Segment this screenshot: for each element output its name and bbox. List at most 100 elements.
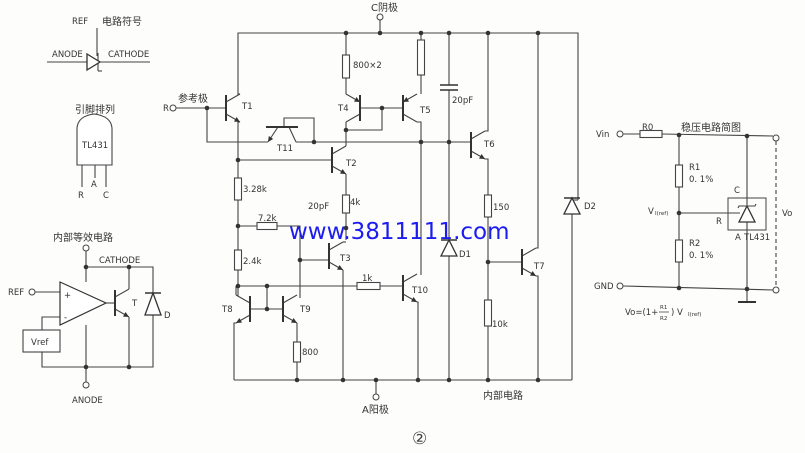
resistor xyxy=(356,281,381,291)
junction-dot xyxy=(340,377,346,383)
equivalent-cathode-label: CATHODE xyxy=(99,256,140,266)
vo-label: Vo xyxy=(782,209,792,219)
t3-label: T3 xyxy=(339,254,351,264)
junction-dot xyxy=(83,364,89,370)
terminal-circle xyxy=(376,13,384,21)
junction-dot xyxy=(418,30,424,36)
wire xyxy=(237,121,240,178)
junction-dot xyxy=(446,30,452,36)
wire xyxy=(536,33,539,249)
tl431-symbol-icon xyxy=(86,52,102,72)
junction-dot xyxy=(377,30,383,36)
junction-dot xyxy=(535,377,541,383)
wire xyxy=(485,33,489,132)
t2-collector xyxy=(331,145,347,155)
junction-dot xyxy=(744,133,750,139)
vi-ref-subscript: I(ref) xyxy=(655,211,668,217)
junction-dot xyxy=(485,377,491,383)
resistor xyxy=(639,129,663,139)
t10-collector xyxy=(402,273,418,283)
emitter-arrow-icon xyxy=(411,297,417,302)
symbol-title: 电路符号 xyxy=(102,15,142,28)
t8-collector xyxy=(235,294,251,304)
wire xyxy=(622,285,774,291)
terminal-circle xyxy=(616,130,624,138)
tl431-regulator-icon xyxy=(737,204,757,223)
terminal-circle xyxy=(772,286,780,294)
junction-dot xyxy=(485,259,491,265)
r-4k-label: 4k xyxy=(350,198,360,208)
junction-dot xyxy=(235,223,241,229)
resistor xyxy=(233,177,243,201)
ref-pin-label: R xyxy=(163,104,169,114)
t10-label: T10 xyxy=(411,286,428,296)
emitter-arrow-icon xyxy=(234,117,240,122)
equivalent-title: 内部等效电路 xyxy=(53,231,113,244)
t7-label: T7 xyxy=(533,262,545,272)
vref-label: Vref xyxy=(31,338,49,348)
junction-dot xyxy=(676,132,682,138)
resistor xyxy=(292,341,302,363)
junction-dot xyxy=(744,286,750,292)
emitter-arrow-icon xyxy=(354,97,360,102)
r-800-label: 800 xyxy=(302,348,318,358)
junction-dot xyxy=(343,30,349,36)
junction-dot xyxy=(83,264,89,270)
r-2-4k-label: 2.4k xyxy=(243,257,262,267)
junction-dot xyxy=(379,105,385,111)
t9-collector xyxy=(282,294,298,304)
pin-c-label: C xyxy=(103,191,109,201)
formula-subscript: I(ref) xyxy=(688,312,701,318)
t3-collector xyxy=(328,241,344,251)
t5-collector xyxy=(402,113,418,123)
opamp-plus: + xyxy=(64,291,71,301)
wire xyxy=(277,225,301,298)
to92-package-icon xyxy=(76,113,113,166)
junction-dot xyxy=(264,306,270,312)
junction-dot xyxy=(343,225,349,231)
emitter-arrow-icon xyxy=(340,169,346,174)
r-7-2k-label: 7.2k xyxy=(258,214,277,224)
gnd-label: GND xyxy=(594,282,614,292)
t9-label: T9 xyxy=(299,305,311,315)
r0-label: R0 xyxy=(642,123,653,133)
regulator-title: 稳压电路简图 xyxy=(681,121,741,134)
wire xyxy=(536,275,539,380)
junction-dot xyxy=(294,377,300,383)
r2-tolerance: 0. 1% xyxy=(689,251,713,261)
pinout-title: 引脚排列 xyxy=(75,103,115,116)
cap-20pf-2-label: 20pF xyxy=(308,202,329,212)
t6-label: T6 xyxy=(483,140,495,150)
junction-dot xyxy=(126,264,132,270)
emitter-arrow-icon xyxy=(530,271,536,276)
pinout-chip-label: TL431 xyxy=(81,141,108,151)
emitter-arrow-icon xyxy=(479,154,485,159)
cap-20pf-label: 20pF xyxy=(452,96,473,106)
formula-right: ) V xyxy=(671,308,683,318)
r1-label: R1 xyxy=(689,163,700,173)
junction-dot xyxy=(204,105,210,111)
r-3-28k-label: 3.28k xyxy=(243,185,267,195)
terminal-circle xyxy=(169,104,177,112)
symbol-cathode-label: CATHODE xyxy=(108,50,149,60)
resistor xyxy=(256,221,278,231)
watermark: www.3811111.com xyxy=(289,219,510,245)
t11-label: T11 xyxy=(276,144,293,154)
junction-dot xyxy=(535,30,541,36)
junction-dot xyxy=(343,127,349,133)
wire xyxy=(237,32,579,200)
t5-label: T5 xyxy=(419,106,431,116)
emitter-arrow-icon xyxy=(236,318,242,323)
tl431-c-label: C xyxy=(734,186,740,196)
emitter-arrow-icon xyxy=(123,312,129,317)
d1-icon xyxy=(439,238,459,257)
r-1k-label: 1k xyxy=(362,274,372,284)
figure-number: ② xyxy=(412,429,427,449)
resistor xyxy=(674,239,684,263)
wire xyxy=(288,126,297,143)
resistor xyxy=(483,194,493,218)
resistor xyxy=(341,54,351,79)
d1-label: D1 xyxy=(459,250,471,260)
symbol-ref-label: REF xyxy=(72,17,88,27)
cathode-terminal-label: C阴极 xyxy=(371,1,398,14)
